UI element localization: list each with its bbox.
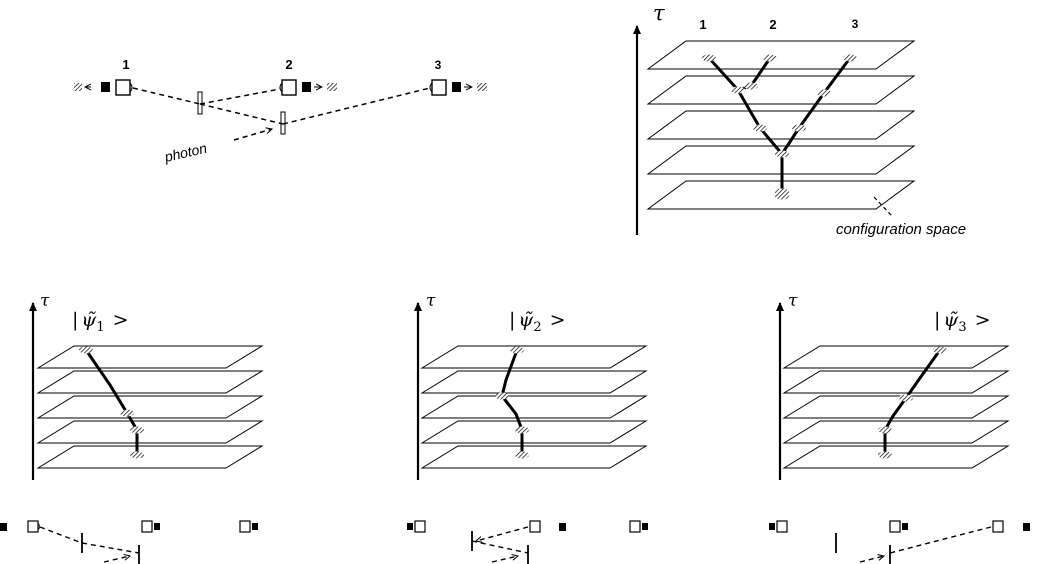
detector-1: [74, 79, 133, 96]
caption-pointer: [873, 196, 893, 217]
setup-sketch-3: [769, 520, 1030, 564]
panel-1-node-3: [120, 409, 134, 417]
panel-1-planes: [36, 345, 264, 469]
configuration-space-caption: configuration space: [836, 221, 966, 238]
panel-2-node-1: [515, 451, 529, 459]
panel-2-tau-label: τ: [426, 291, 436, 311]
panel-1-plane-3: [36, 395, 264, 419]
panel-2-plane-4: [420, 370, 648, 394]
photon-paths: [132, 87, 431, 141]
config-node-7: [744, 82, 758, 90]
panel-2-node-2: [515, 426, 529, 434]
config-node-6: [731, 86, 745, 94]
panel-2-nodes: [495, 346, 529, 459]
top-left-setup: 1 2 3 photon: [74, 57, 487, 165]
label-1: 1: [122, 57, 129, 72]
photon-label: photon: [162, 140, 209, 165]
panel-2-state-label: |ψ̃2>: [509, 309, 566, 335]
branch-panel-1: τ |ψ̃1>: [29, 291, 264, 480]
branch-label-3: 3: [852, 17, 859, 31]
config-plane-4: [646, 75, 916, 105]
config-node-9: [702, 54, 716, 62]
label-2: 2: [285, 57, 292, 72]
panel-3-nodes: [878, 346, 947, 459]
detector-2: [279, 79, 337, 96]
panel-3-node-1: [878, 451, 892, 459]
panel-2-planes: [420, 345, 648, 469]
branch-label-2: 2: [769, 17, 776, 32]
branch-nodes: [702, 54, 857, 200]
panel-1-plane-5: [36, 345, 264, 369]
panel-2-plane-3: [420, 395, 648, 419]
setup-sketch-2: [407, 520, 648, 564]
panel-2-node-4: [510, 346, 524, 354]
panel-1-state-label: |ψ̃1>: [72, 309, 129, 335]
configuration-space-diagram: τ 1 2 3 configuration space: [633, 1, 966, 238]
panel-1-plane-4: [36, 370, 264, 394]
branch-panel-2: τ |ψ̃2>: [414, 291, 648, 480]
panel-2-plane-5: [420, 345, 648, 369]
panel-3-node-4: [933, 346, 947, 354]
tau-axis-label: τ: [653, 1, 665, 25]
detector-3: [429, 79, 487, 96]
panel-3-plane-3: [782, 395, 1010, 419]
panel-2-plane-1: [420, 445, 648, 469]
panel-3-path: [883, 349, 942, 455]
setup-sketch-1: [0, 520, 258, 564]
config-plane-3: [646, 110, 916, 140]
panel-1-node-4: [79, 346, 93, 354]
panel-1-node-2: [130, 426, 144, 434]
panel-3-plane-1: [782, 445, 1010, 469]
config-node-2: [775, 188, 789, 196]
panel-1-plane-2: [36, 420, 264, 444]
panel-3-tau-label: τ: [788, 291, 798, 311]
config-node-5: [792, 124, 806, 132]
config-node-11: [843, 54, 857, 62]
panel-3-plane-2: [782, 420, 1010, 444]
panel-2-plane-2: [420, 420, 648, 444]
panel-3-state-label: |ψ̃3>: [934, 309, 991, 335]
branch-panel-3: τ |ψ̃3>: [776, 291, 1010, 480]
panel-1-nodes: [79, 346, 144, 459]
panel-1-plane-1: [36, 445, 264, 469]
panel-1-node-1: [130, 451, 144, 459]
panel-2-node-3: [495, 392, 509, 400]
panel-3-node-2: [878, 426, 892, 434]
panel-2-path: [500, 349, 524, 455]
panel-3-planes: [782, 345, 1010, 469]
config-plane-5: [646, 40, 916, 70]
panel-3-plane-5: [782, 345, 1010, 369]
panel-3-plane-4: [782, 370, 1010, 394]
config-node-4: [753, 124, 767, 132]
config-node-10: [763, 54, 777, 62]
branch-label-1: 1: [699, 17, 706, 32]
config-node-3: [775, 150, 789, 158]
label-3: 3: [435, 58, 442, 72]
panel-3-node-3: [899, 394, 913, 402]
panel-1-tau-label: τ: [40, 291, 50, 311]
config-node-8: [817, 89, 831, 97]
